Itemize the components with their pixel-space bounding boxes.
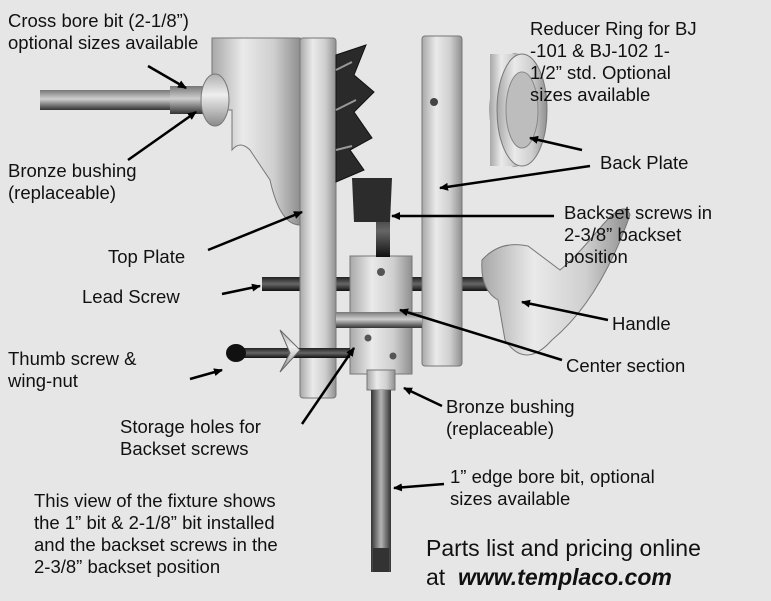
label-thumb-screw: Thumb screw & wing-nut (8, 348, 137, 391)
top-plate (299, 37, 337, 399)
arrow-bronze-bushing-top (127, 110, 197, 162)
website-link[interactable]: www.templaco.com (457, 564, 672, 590)
label-cross-bore-bit: Cross bore bit (2-1/8”) optional sizes a… (8, 10, 199, 53)
arrow-thumb-screw (189, 368, 223, 381)
label-edge-bore-bit: 1” edge bore bit, optional sizes availab… (450, 466, 655, 509)
arrow-bronze-bushing-bottom (403, 386, 443, 408)
storage-hole (389, 352, 397, 360)
parts-list-text: Parts list and pricing online (426, 535, 701, 561)
arrow-edge-bore-bit (393, 482, 445, 492)
label-reducer-ring: Reducer Ring for BJ -101 & BJ-102 1- 1/2… (530, 18, 697, 105)
wing-nut (279, 329, 301, 373)
arrow-center-section (399, 308, 563, 362)
bronze-bushing-top (200, 73, 230, 127)
handle (481, 208, 631, 356)
arrow-cross-bore-bit (147, 64, 187, 90)
arrow-handle (521, 299, 609, 322)
bronze-bushing-bottom (366, 369, 396, 391)
storage-hole (364, 334, 372, 342)
label-back-plate: Back Plate (600, 152, 689, 173)
back-plate-hole (430, 98, 438, 106)
cross-bore-bit-cutter (335, 44, 375, 183)
bushing-bracket (211, 37, 301, 226)
at-text: at (426, 564, 446, 590)
label-lead-screw: Lead Screw (82, 286, 180, 307)
label-bronze-bushing-bottom: Bronze bushing (replaceable) (446, 396, 575, 439)
label-center-section: Center section (566, 355, 686, 376)
label-top-plate: Top Plate (108, 246, 186, 267)
reducer-ring (489, 53, 548, 167)
arrow-reducer-ring (529, 135, 583, 152)
label-storage-holes: Storage holes for Backset screws (120, 416, 261, 459)
caption-text: This view of the fixture shows the 1” bi… (34, 490, 278, 577)
label-bronze-bushing-top: Bronze bushing (replaceable) (8, 160, 137, 203)
edge-bore-bit (371, 390, 391, 572)
label-backset-screws: Backset screws in 2-3/8” backset positio… (564, 202, 713, 267)
label-handle: Handle (612, 313, 671, 334)
arrow-top-plate (207, 210, 303, 252)
arrow-lead-screw (221, 283, 261, 296)
url-line: at www.templaco.com (426, 563, 672, 591)
back-plate (421, 35, 463, 367)
arrow-back-plate (439, 164, 591, 191)
arrow-storage-holes (300, 347, 356, 425)
